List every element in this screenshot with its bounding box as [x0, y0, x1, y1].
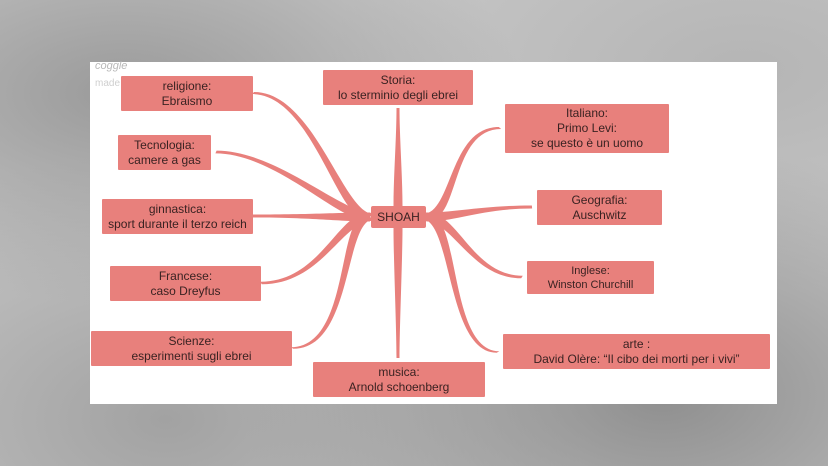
node-italiano[interactable]: Italiano:Primo Levi:se questo è un uomo — [505, 104, 669, 153]
node-storia-line: lo sterminio degli ebrei — [337, 87, 459, 102]
node-inglese-line: Inglese: — [571, 264, 610, 277]
node-musica[interactable]: musica:Arnold schoenberg — [313, 362, 485, 397]
node-geografia-line: Geografia: — [571, 192, 628, 207]
node-scienze-line: Scienze: — [168, 333, 215, 348]
node-italiano-line: Primo Levi: — [556, 121, 618, 135]
node-arte-line: David Olère: “Il cibo dei morti per i vi… — [533, 351, 740, 366]
node-tecnologia-line: Tecnologia: — [134, 137, 195, 152]
node-tecnologia[interactable]: Tecnologia:camere a gas — [118, 135, 211, 170]
node-religione-line: Ebraismo — [161, 93, 213, 108]
node-francese-line: Francese: — [158, 268, 213, 283]
node-storia-line: Storia: — [380, 72, 416, 87]
node-ginnastica[interactable]: ginnastica:sport durante il terzo reich — [102, 199, 253, 234]
node-inglese-line: Winston Churchill — [547, 278, 634, 291]
node-ginnastica-line: ginnastica: — [148, 201, 207, 216]
center-node-shoah[interactable]: SHOAH — [371, 206, 426, 228]
node-scienze-line: esperimenti sugli ebrei — [131, 348, 252, 363]
node-arte-line: arte : — [622, 336, 651, 351]
node-religione-line: religione: — [162, 78, 212, 93]
node-musica-line: Arnold schoenberg — [348, 379, 450, 394]
node-italiano-line: Italiano: — [565, 106, 609, 120]
node-arte[interactable]: arte :David Olère: “Il cibo dei morti pe… — [503, 334, 770, 369]
coggle-watermark: coggle — [95, 60, 128, 72]
node-religione[interactable]: religione:Ebraismo — [121, 76, 253, 111]
node-storia[interactable]: Storia:lo sterminio degli ebrei — [323, 70, 473, 105]
node-italiano-line: se questo è un uomo — [530, 136, 644, 150]
node-geografia-line: Auschwitz — [572, 207, 627, 222]
node-scienze[interactable]: Scienze:esperimenti sugli ebrei — [91, 331, 292, 366]
node-inglese[interactable]: Inglese:Winston Churchill — [527, 261, 654, 294]
node-tecnologia-line: camere a gas — [128, 152, 201, 167]
node-francese[interactable]: Francese:caso Dreyfus — [110, 266, 261, 301]
node-ginnastica-line: sport durante il terzo reich — [108, 216, 247, 231]
node-musica-line: musica: — [378, 364, 420, 379]
node-geografia[interactable]: Geografia:Auschwitz — [537, 190, 662, 225]
node-francese-line: caso Dreyfus — [150, 283, 221, 298]
